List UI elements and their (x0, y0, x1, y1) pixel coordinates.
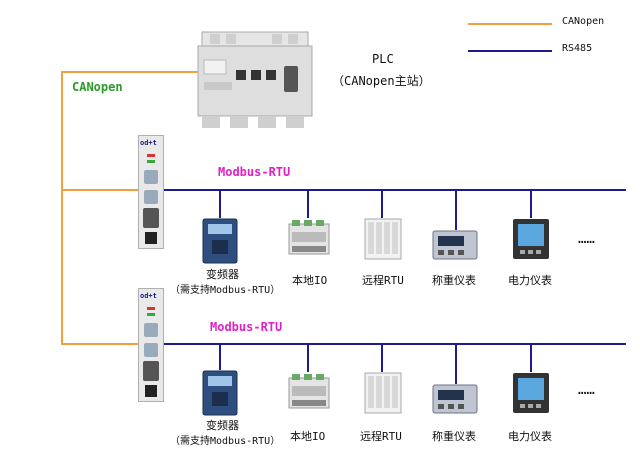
weighing-meter-icon (432, 384, 478, 414)
device-power-meter-2 (512, 372, 550, 418)
device-name: 变频器 (206, 268, 239, 281)
plc-subtitle: （CANopen主站） (332, 74, 431, 88)
device-note: （需支持Modbus-RTU） (170, 285, 281, 296)
plc-icon (197, 31, 313, 128)
power-meter-icon (513, 373, 549, 413)
gateway-brand: od+t (140, 292, 157, 300)
local-io-icon (288, 374, 330, 409)
device-remote-rtu-1 (364, 218, 402, 264)
canopen-lines (61, 71, 198, 345)
device-name: 本地IO (290, 430, 326, 443)
legend-canopen-label: CANopen (562, 16, 605, 27)
device-local-io-1 (288, 218, 330, 262)
legend-canopen-line (468, 23, 552, 25)
device-name: 称重仪表 (432, 274, 476, 287)
device-name: 本地IO (292, 274, 328, 287)
plc-device (196, 30, 314, 130)
modbus-label-2: Modbus-RTU (210, 320, 283, 334)
device-note: （需支持Modbus-RTU） (170, 436, 281, 447)
device-weighing-meter-1 (432, 230, 478, 264)
device-name: 称重仪表 (432, 430, 476, 443)
weighing-meter-icon (432, 230, 478, 260)
device-vfd-2 (202, 370, 238, 420)
device-name: 远程RTU (360, 430, 402, 443)
gateway-1: od+t (138, 135, 164, 249)
canopen-line-plc (61, 71, 198, 345)
ellipsis-1: …… (578, 231, 595, 247)
remote-rtu-icon (364, 218, 402, 260)
ellipsis-2: …… (578, 382, 595, 398)
gateway-icon (143, 307, 159, 397)
canopen-bus-label: CANopen (72, 80, 123, 94)
device-vfd-1 (202, 218, 238, 268)
remote-rtu-icon (364, 372, 402, 414)
legend-rs485-label: RS485 (562, 43, 593, 54)
local-io-icon (288, 220, 330, 255)
vfd-icon (202, 370, 238, 416)
device-remote-rtu-2 (364, 372, 402, 418)
gateway-brand: od+t (140, 139, 157, 147)
vfd-icon (202, 218, 238, 264)
device-name: 电力仪表 (508, 430, 552, 443)
gateway-2: od+t (138, 288, 164, 402)
device-weighing-meter-2 (432, 384, 478, 418)
power-meter-icon (513, 219, 549, 259)
device-name: 远程RTU (362, 274, 404, 287)
device-local-io-2 (288, 372, 330, 416)
rs485-lines (162, 189, 626, 384)
device-name: 变频器 (206, 419, 239, 432)
gateway-icon (143, 154, 159, 244)
modbus-label-1: Modbus-RTU (218, 165, 291, 179)
plc-title: PLC (372, 52, 394, 66)
device-power-meter-1 (512, 218, 550, 264)
device-name: 电力仪表 (508, 274, 552, 287)
legend-rs485-line (468, 50, 552, 52)
